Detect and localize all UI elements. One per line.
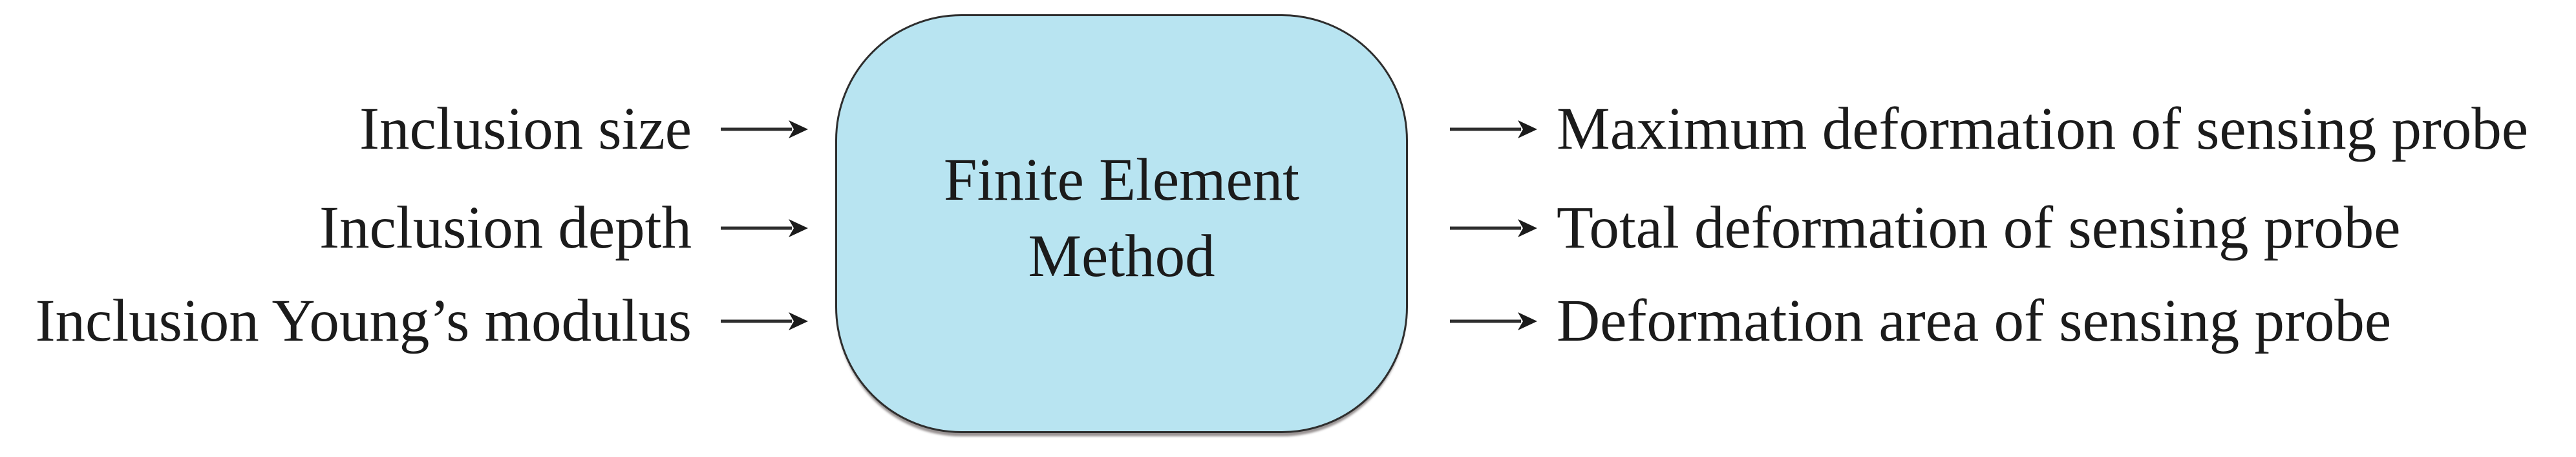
arrow-right-icon: [721, 120, 808, 138]
arrow-right-icon: [1450, 120, 1537, 138]
output-label-total-deformation: Total deformation of sensing probe: [1557, 195, 2401, 261]
arrow-right-icon: [721, 219, 808, 237]
arrow-right-icon: [1450, 312, 1537, 330]
input-label-inclusion-size: Inclusion size: [359, 96, 692, 162]
output-label-deformation-area: Deformation area of sensing probe: [1557, 288, 2392, 354]
fem-process-box: Finite Element Method: [835, 14, 1408, 433]
output-label-maximum-deformation: Maximum deformation of sensing probe: [1557, 96, 2529, 162]
arrow-right-icon: [721, 312, 808, 330]
fem-box-title-line2: Method: [1028, 223, 1215, 290]
arrow-right-icon: [1450, 219, 1537, 237]
fem-box-title-line1: Finite Element: [943, 147, 1300, 213]
input-label-inclusion-depth: Inclusion depth: [319, 195, 692, 261]
input-label-inclusion-youngs-modulus: Inclusion Young’s modulus: [35, 288, 692, 354]
